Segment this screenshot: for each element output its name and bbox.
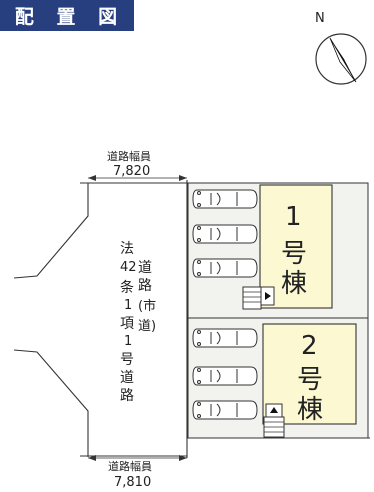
road-char: 道 [120, 370, 134, 386]
building-2-number: 2 [301, 331, 318, 361]
building-1-suffix-2: 棟 [281, 269, 307, 299]
dim-arrow-right-bottom-icon [179, 455, 187, 461]
road-char: (市 [138, 298, 156, 314]
car-icon [192, 258, 258, 278]
dim-arrow-left-icon [88, 175, 96, 181]
road-width-top: 道路幅員 7,820 [88, 149, 187, 181]
road-width-value-top: 7,820 [113, 164, 150, 179]
road-char: 道) [138, 319, 156, 334]
road-char: 1 [124, 298, 132, 313]
road-description: 法 42 条 1 項 1 号 道 路 道 路 (市 道) [120, 241, 156, 404]
dim-arrow-right-icon [179, 175, 187, 181]
road-left-edge-lower [13, 349, 89, 457]
page-title: 配 置 図 [0, 0, 134, 31]
road-width-bottom: 道路幅員 7,810 [88, 455, 187, 490]
entrance-arrow-up-icon [270, 407, 278, 413]
building-1-number: 1 [285, 202, 302, 232]
road-width-label-top: 道路幅員 [107, 149, 151, 163]
building-1: 1 号 棟 [242, 184, 333, 310]
car-icon [192, 328, 258, 348]
building-2-suffix-2: 棟 [297, 395, 323, 425]
road-char: 路 [138, 278, 152, 294]
building-2: 2 号 棟 [262, 323, 357, 438]
road-char: 道 [138, 260, 152, 276]
dim-arrow-left-bottom-icon [88, 455, 96, 461]
road-left-edge [13, 183, 89, 279]
north-arrow-tail-icon [329, 37, 357, 83]
car-icon [192, 400, 258, 420]
road-char: 号 [120, 352, 134, 368]
road-width-label-bottom: 道路幅員 [108, 459, 152, 473]
car-icon [192, 189, 258, 209]
car-icon [192, 366, 258, 386]
road-char: 法 [120, 241, 134, 257]
compass: N [315, 11, 367, 85]
road-char: 42 [120, 260, 137, 275]
compass-circle [315, 33, 367, 85]
north-label: N [315, 11, 325, 26]
entrance-arrow-icon [265, 292, 271, 300]
building-1-suffix-1: 号 [281, 239, 307, 269]
building-1-stairs [242, 286, 262, 310]
parking [192, 189, 258, 420]
road-char: 1 [124, 334, 132, 349]
road-char: 条 [120, 279, 134, 296]
road-char: 路 [120, 388, 134, 404]
building-2-suffix-1: 号 [297, 365, 323, 395]
road-char: 項 [120, 316, 134, 332]
car-icon [192, 224, 258, 244]
road-width-value-bottom: 7,810 [114, 475, 151, 490]
